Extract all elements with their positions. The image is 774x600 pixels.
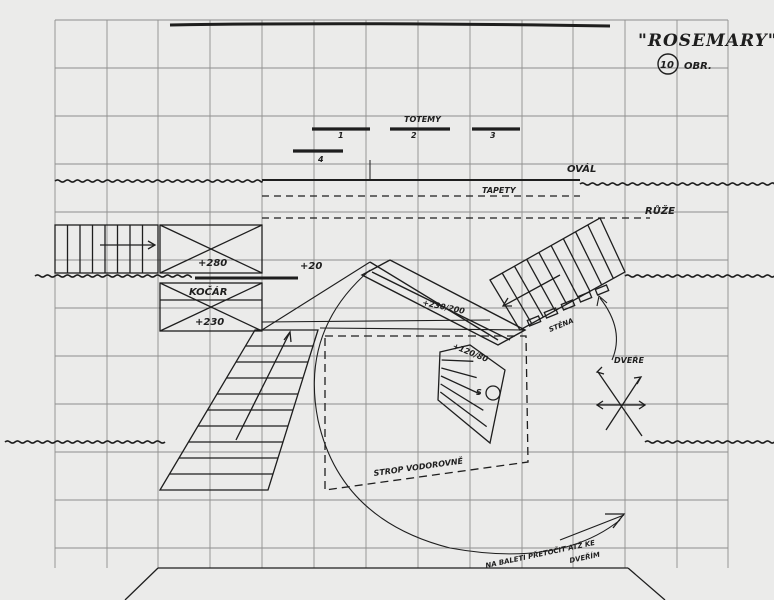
height-230-200-label: +230/200 <box>422 298 466 316</box>
wall-segments <box>526 284 610 327</box>
figure-suffix: OBR. <box>684 61 712 72</box>
arc-arrow-head <box>605 513 626 529</box>
height-20-label: +20 <box>300 261 322 272</box>
stair-step-line <box>440 383 484 411</box>
door-arc <box>599 297 617 361</box>
drawing-title: "ROSEMARY" <box>638 31 774 51</box>
stena-label: STĚNA <box>547 316 574 334</box>
stair-step-line <box>562 238 591 292</box>
right-staircase <box>489 217 626 331</box>
bottom-perspective-lines <box>124 567 666 600</box>
stair-step-line <box>550 245 579 299</box>
height-280-label: +280 <box>198 258 227 269</box>
ceiling-dashed-outline <box>324 335 529 491</box>
note-arrow-line <box>559 514 625 541</box>
stair-step-line <box>574 231 603 286</box>
ruze-label: RŮŽE <box>645 203 675 217</box>
connector-lines <box>261 261 527 331</box>
grid-lines <box>54 19 729 568</box>
tapety-label: TAPETY <box>482 186 517 195</box>
stair-step-line <box>440 375 481 395</box>
oval-label: OVÁL <box>567 162 596 175</box>
figure-number: 10 <box>660 60 674 71</box>
stair-step-line <box>587 224 614 279</box>
figure-number-circle <box>657 53 679 75</box>
totemy-label: TOTEMY <box>404 115 442 124</box>
s-mark-label: S <box>476 388 482 397</box>
inner-stair <box>437 344 506 445</box>
left-staircase <box>54 224 159 274</box>
stair-step-line <box>441 359 474 362</box>
height-230-label: +230 <box>195 317 224 328</box>
totems-group <box>293 127 520 153</box>
platform-280 <box>159 224 263 274</box>
totem-3-label: 3 <box>490 131 496 140</box>
strop-vodorovne-label: STROP VODOROVNĚ <box>373 455 464 478</box>
dvere-label: DVEŘE <box>614 355 644 365</box>
rotation-arc <box>313 269 621 555</box>
lower-left-stair <box>158 329 319 491</box>
totem-4-label: 4 <box>317 155 324 164</box>
totem-1-label: 1 <box>338 131 344 140</box>
kocar-platform <box>159 282 263 332</box>
totem-2-label: 2 <box>411 131 417 140</box>
door-arc-arrow <box>596 294 608 307</box>
kocar-label: KOČÁR <box>189 284 227 298</box>
stair-step-line <box>441 367 477 379</box>
stair-step-line <box>439 391 488 428</box>
door-arrows <box>595 366 647 437</box>
central-platform <box>360 259 527 346</box>
s-mark-circle <box>485 385 501 401</box>
top-border-line <box>169 22 611 28</box>
wavy-lines <box>4 179 774 444</box>
